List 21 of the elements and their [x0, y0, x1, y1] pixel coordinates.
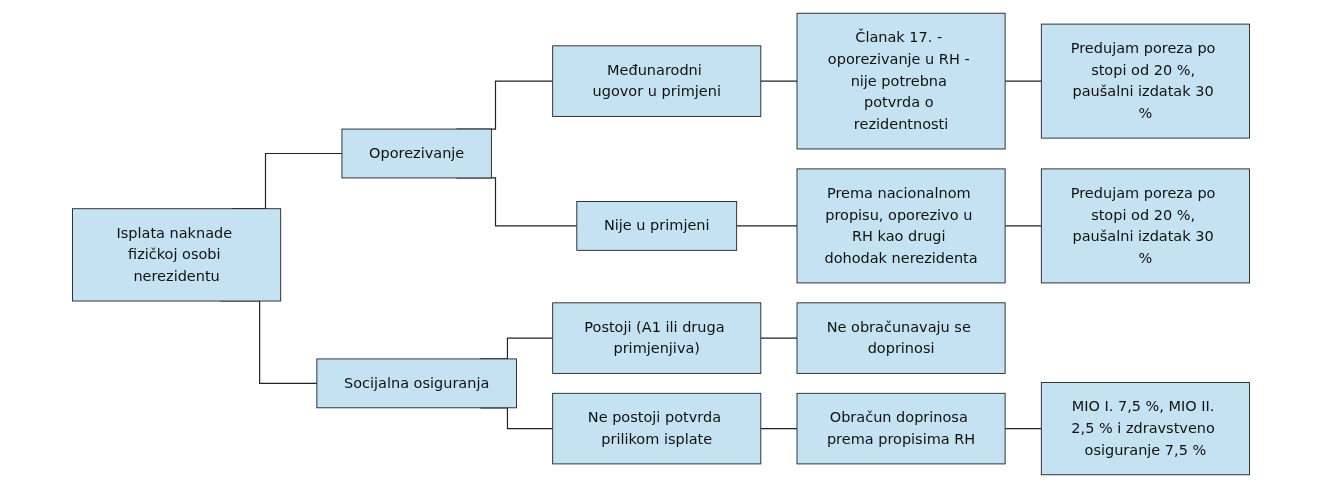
connector [760, 337, 798, 339]
node-box: Prema nacionalnom propisu, oporezivo u RH kao drugi dohodak nerezidenta [796, 168, 1006, 284]
connector [1004, 80, 1042, 82]
connector [1004, 428, 1042, 430]
connector [760, 428, 798, 430]
node-box: Predujam poreza po stopi od 20 %, paušalni izdatak 30 % [1040, 168, 1250, 284]
connector [1004, 225, 1042, 227]
node-box: Isplata naknade fizičkoj osobi nerezidentu [72, 208, 282, 302]
node-box: Socijalna osiguranja [316, 358, 517, 409]
connector [760, 80, 798, 82]
node-box: Nije u primjeni [576, 201, 738, 251]
connector [736, 225, 798, 227]
node-box: Članak 17. - oporezivanje u RH - nije potrebna potvrda o rezidentnosti [796, 12, 1006, 150]
node-box: MIO I. 7,5 %, MIO II. 2,5 % i zdravstveno osiguranje 7,5 % [1040, 382, 1250, 476]
node-box: Ne postoji potvrda prilikom isplate [552, 392, 762, 465]
node-box: Međunarodni ugovor u primjeni [552, 45, 762, 117]
node-box: Predujam poreza po stopi od 20 %, paušalni izdatak 30 % [1040, 23, 1250, 139]
node-box: Oporezivanje [341, 128, 492, 179]
node-box: Ne obračunavaju se doprinosi [796, 302, 1006, 374]
node-box: Postoji (A1 ili druga primjenjiva) [552, 302, 762, 374]
node-box: Obračun doprinosa prema propisima RH [796, 392, 1006, 465]
